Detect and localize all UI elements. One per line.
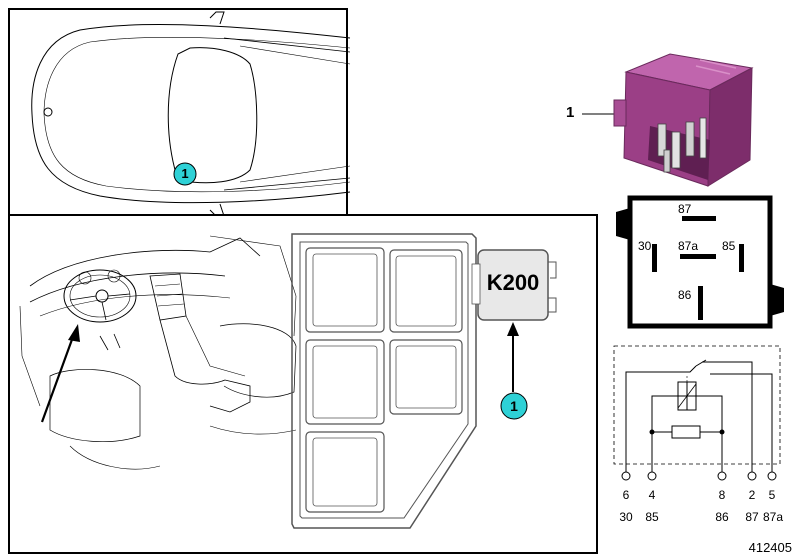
schematic-terminal-87: 87	[745, 510, 759, 524]
location-callout-top-number: 1	[181, 166, 189, 181]
pin-label-30: 30	[638, 239, 652, 253]
location-callout-fusebox-number: 1	[510, 398, 518, 414]
schematic-terminal-86: 86	[715, 510, 729, 524]
relay-pin-layout: 87 30 87a 85 86	[612, 194, 788, 334]
car-top-view-panel: 1	[8, 8, 351, 217]
pin-label-87: 87	[678, 202, 692, 216]
relay-photo-callout: 1	[566, 104, 575, 121]
relay-photo: 1	[560, 30, 790, 200]
pin-label-85: 85	[722, 239, 736, 253]
relay-k200-label: K200	[486, 270, 540, 295]
relay-circuit-schematic: 6 4 8 2 5 30 85 86 87 87a	[606, 340, 790, 540]
schematic-pin-number-3: 8	[718, 488, 726, 502]
schematic-pin-number-2: 4	[648, 488, 656, 502]
pin-label-86: 86	[678, 288, 692, 302]
schematic-terminal-87a: 87a	[762, 510, 784, 524]
location-callout-top: 1	[173, 162, 197, 186]
schematic-pin-number-4: 2	[748, 488, 756, 502]
fuse-box-drawing	[291, 233, 557, 529]
figure-id: 412405	[748, 540, 792, 555]
car-top-view-drawing	[31, 11, 351, 217]
interior-sketch	[19, 235, 297, 470]
schematic-pin-number-5: 5	[768, 488, 776, 502]
interior-fusebox-panel: K200 1	[8, 214, 598, 554]
schematic-terminal-30: 30	[619, 510, 633, 524]
schematic-terminal-85: 85	[645, 510, 659, 524]
schematic-pin-number-1: 6	[622, 488, 630, 502]
location-callout-fusebox: 1	[500, 392, 528, 420]
pin-label-87a: 87a	[678, 239, 699, 253]
